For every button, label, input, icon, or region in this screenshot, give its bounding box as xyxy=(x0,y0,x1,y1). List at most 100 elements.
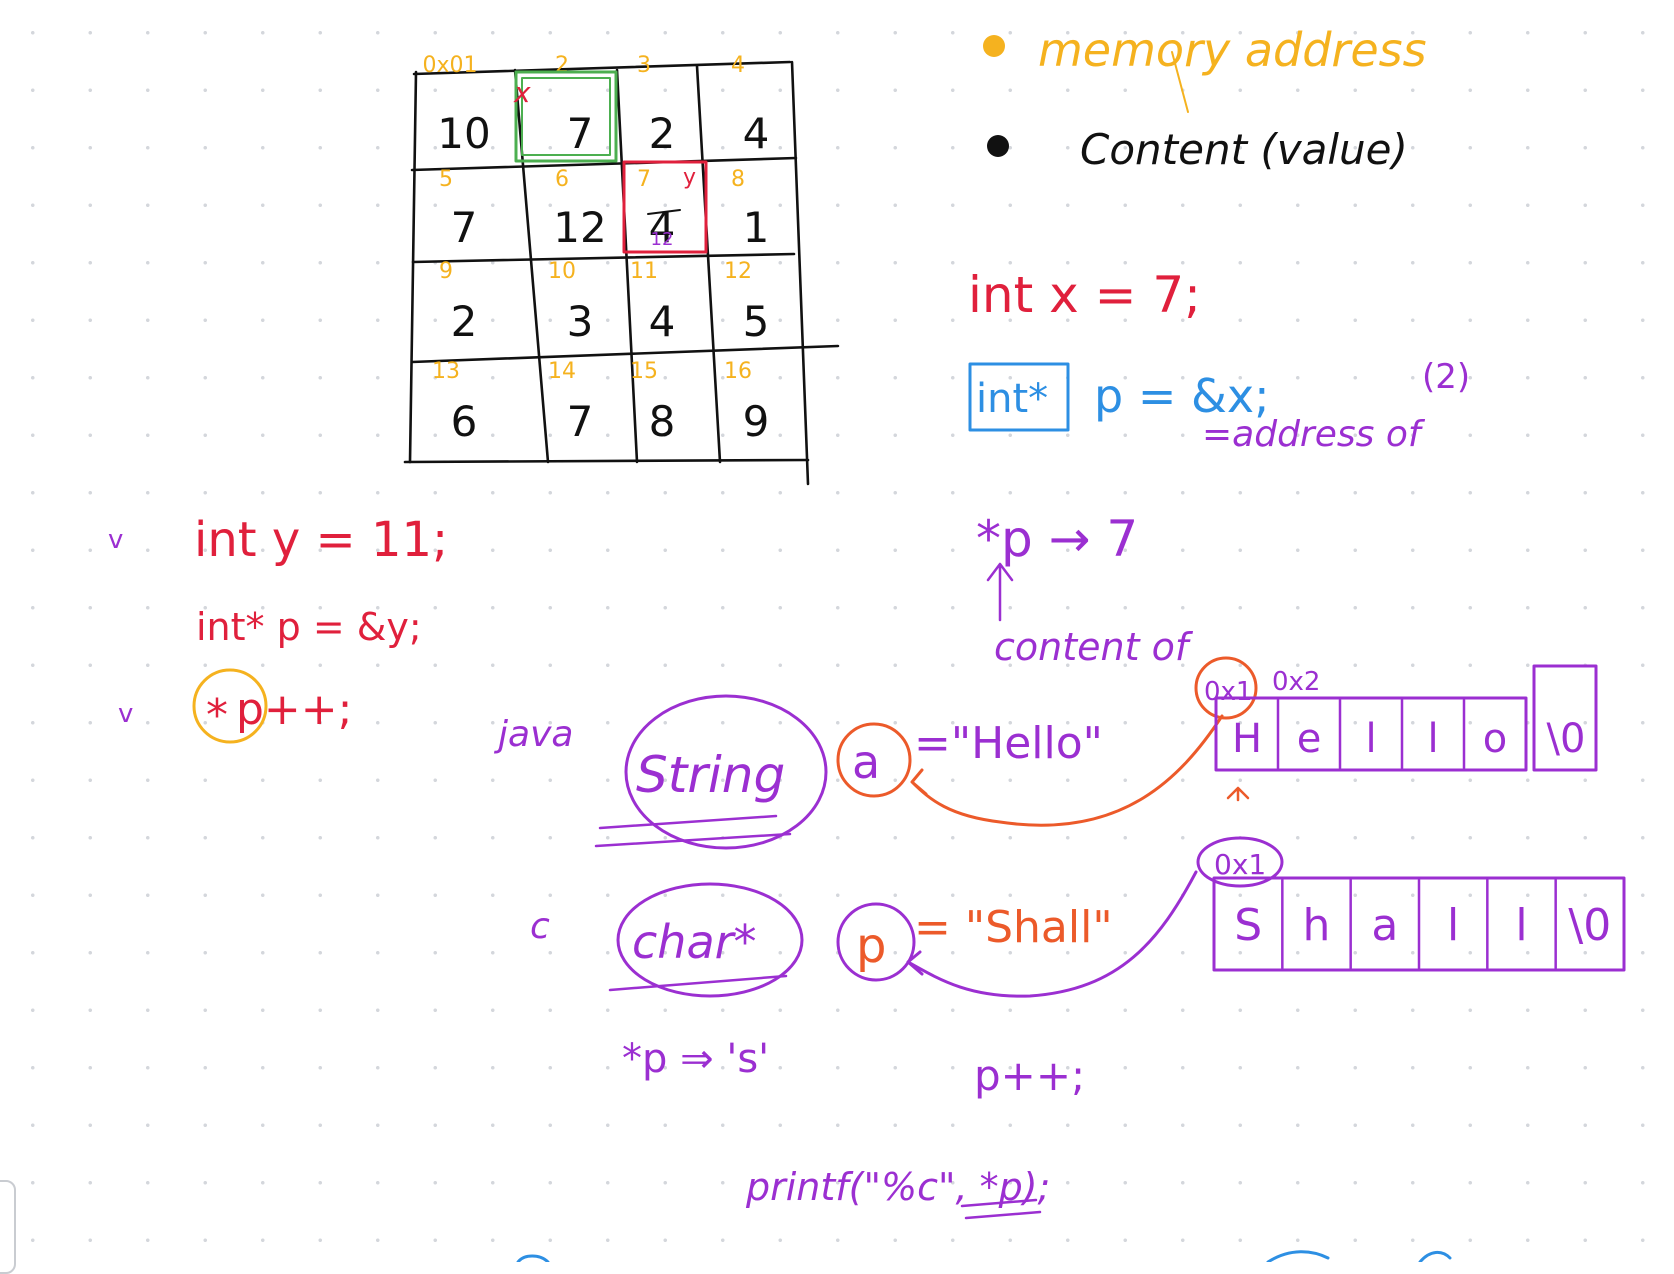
memory-underline-tail xyxy=(1171,51,1189,113)
address-of-note: =address of xyxy=(1202,414,1426,455)
code-deref-star: * xyxy=(206,690,228,741)
legend-content-value: Content (value) xyxy=(1080,125,1408,174)
x-marker: x xyxy=(513,76,531,109)
cell-value: 5 xyxy=(743,297,770,346)
java-array-char: l xyxy=(1427,716,1438,762)
cell-value: 2 xyxy=(451,297,478,346)
java-var-circle xyxy=(836,722,912,798)
grid-line xyxy=(513,68,550,464)
grid-line xyxy=(411,252,796,264)
c-increment: p++; xyxy=(974,1051,1085,1100)
c-char-array xyxy=(1212,876,1626,972)
cell-value: 4 xyxy=(743,109,770,158)
cell-address: 14 xyxy=(548,359,576,384)
java-terminator-cell xyxy=(1532,664,1598,772)
java-char-array xyxy=(1214,696,1528,772)
cell-address: 9 xyxy=(439,259,453,284)
c-char-pointer-type: char* xyxy=(632,915,757,969)
c-deref: *p ⇒ 's' xyxy=(622,1036,769,1082)
string-type-circle xyxy=(624,694,828,850)
char-underline xyxy=(608,974,788,992)
cell-address: 3 xyxy=(637,53,651,78)
pointer-example: int x = 7; int* p = &x; (2) =address of … xyxy=(968,266,1470,669)
cell-address: 4 xyxy=(731,53,745,78)
code-num-tag: (2) xyxy=(1422,357,1470,397)
grid-line xyxy=(410,344,840,364)
cutoff-stroke-right xyxy=(1266,1250,1452,1262)
code-pointer-increment: p++; xyxy=(236,684,353,735)
printf-underline xyxy=(960,1198,1042,1220)
grid-line xyxy=(790,60,810,486)
c-array-char: l xyxy=(1515,900,1527,951)
c-address: 0x1 xyxy=(1214,848,1266,881)
cell-address: 0x01 xyxy=(422,53,477,78)
cell-value: 7 xyxy=(567,397,594,446)
c-assign: = "Shall" xyxy=(914,902,1113,953)
cell-address: 11 xyxy=(630,259,658,284)
code-deref: *p → 7 xyxy=(976,510,1138,568)
cell-address: 8 xyxy=(731,167,745,192)
java-array-char: l xyxy=(1365,716,1376,762)
memory-address-dot xyxy=(983,35,1005,57)
window-edge-tab[interactable] xyxy=(0,1180,16,1274)
java-assign: ="Hello" xyxy=(914,718,1103,769)
cell-value: 9 xyxy=(743,397,770,446)
check-mark-2: v xyxy=(118,699,133,729)
code-int-pointer-y: int* p = &y; xyxy=(196,605,422,649)
x-highlight-box xyxy=(514,70,618,163)
cell-address: 5 xyxy=(439,167,453,192)
c-printf: printf("%c", *p); xyxy=(745,1165,1050,1209)
legend: memory address Content (value) xyxy=(983,23,1427,174)
cell-value: 7 xyxy=(451,203,478,252)
cell-value: 3 xyxy=(567,297,594,346)
c-array-char: h xyxy=(1303,900,1331,951)
left-code: v int y = 11; int* p = &y; v * p++; xyxy=(108,512,448,744)
c-pointer-arrow xyxy=(906,870,1198,998)
y-old-value-strike xyxy=(647,209,681,215)
deref-arrow xyxy=(986,562,1014,622)
grid-line xyxy=(615,68,639,464)
c-label: c xyxy=(530,906,550,947)
cell-address: 6 xyxy=(555,167,569,192)
legend-memory-address: memory address xyxy=(1038,23,1427,77)
java-pointer-arrow xyxy=(910,714,1224,827)
content-of-note: content of xyxy=(994,625,1194,669)
c-var-circle xyxy=(836,902,916,982)
code-int-y: int y = 11; xyxy=(194,512,448,568)
cell-value: 10 xyxy=(437,109,490,158)
content-dot xyxy=(987,135,1009,157)
char-type-circle xyxy=(616,882,804,998)
cell-address: 13 xyxy=(432,359,460,384)
java-var-name: a xyxy=(852,735,880,789)
x-highlight-box-inner xyxy=(521,77,611,156)
int-pointer-type-box xyxy=(968,362,1070,432)
cell-address: 10 xyxy=(548,259,576,284)
c-array-char: S xyxy=(1234,900,1262,951)
cell-value: 6 xyxy=(451,397,478,446)
cell-value: 12 xyxy=(553,203,606,252)
y-marker: y xyxy=(683,165,696,190)
y-highlight-box xyxy=(622,160,708,254)
cell-value: 8 xyxy=(649,397,676,446)
cell-address: 7 xyxy=(637,167,651,192)
code-int-pointer-type: int* xyxy=(976,376,1048,422)
grid-line xyxy=(412,60,792,76)
code-pointer-assign: p = &x; xyxy=(1094,369,1270,423)
java-array-char: o xyxy=(1483,716,1507,762)
java-string-type: String xyxy=(636,746,785,804)
deref-circle xyxy=(192,668,268,744)
java-addr-circle xyxy=(1194,656,1258,720)
grid-line xyxy=(403,458,810,464)
c-array-char: l xyxy=(1447,900,1459,951)
cell-value: 7 xyxy=(567,109,594,158)
cell-value: 1 xyxy=(743,203,770,252)
c-var-name: p xyxy=(856,918,886,974)
cell-value: 4 xyxy=(649,297,676,346)
grid-line xyxy=(695,64,722,464)
y-new-value: 12 xyxy=(651,229,674,250)
cell-value: 2 xyxy=(649,109,676,158)
java-address-2: 0x2 xyxy=(1272,667,1320,697)
